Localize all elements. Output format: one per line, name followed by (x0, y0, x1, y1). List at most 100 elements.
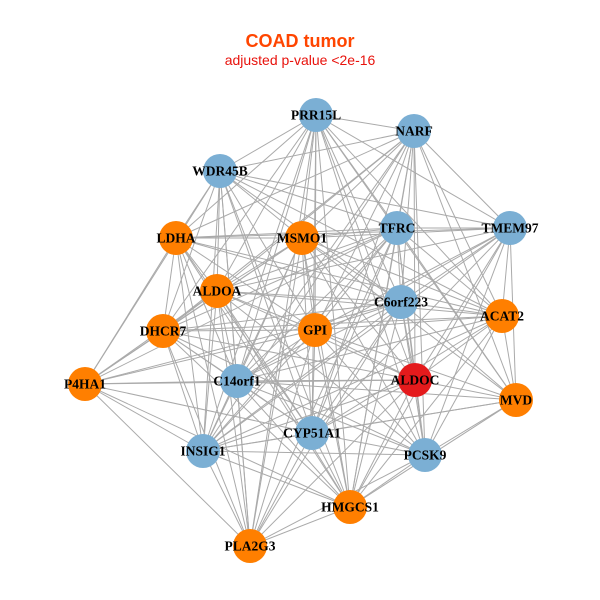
node-C6orf223[interactable]: C6orf223 (374, 285, 428, 319)
edge-ALDOA-C6orf223 (216, 290, 402, 303)
node-C14orf1[interactable]: C14orf1 (213, 364, 261, 398)
edge-TMEM97-LDHA (175, 227, 511, 239)
figure-title: COAD tumor (245, 31, 355, 51)
edge-WDR45B-INSIG1 (202, 170, 221, 452)
figure-subtitle: adjusted p-value <2e-16 (224, 52, 376, 68)
edge-ACAT2-ALDOC (414, 315, 503, 381)
node-TMEM97[interactable]: TMEM97 (482, 211, 539, 245)
edge-LDHA-ACAT2 (175, 237, 503, 317)
edge-WDR45B-MSMO1 (219, 170, 303, 239)
node-label: INSIG1 (180, 444, 225, 459)
edge-ALDOC-CYP51A1 (311, 379, 416, 434)
edge-HMGCS1-PLA2G3 (249, 506, 351, 547)
node-CYP51A1[interactable]: CYP51A1 (283, 416, 341, 450)
edge-WDR45B-DHCR7 (162, 170, 221, 332)
node-ALDOA[interactable]: ALDOA (193, 274, 242, 308)
node-INSIG1[interactable]: INSIG1 (180, 434, 226, 468)
edge-ALDOA-INSIG1 (202, 290, 218, 452)
node-HMGCS1[interactable]: HMGCS1 (321, 490, 379, 524)
node-circle (298, 313, 332, 347)
node-MVD[interactable]: MVD (499, 383, 533, 417)
edge-ALDOA-GPI (216, 290, 316, 331)
edge-WDR45B-TFRC (219, 170, 398, 229)
edge-P4HA1-PLA2G3 (84, 383, 251, 547)
node-label: PCSK9 (404, 448, 447, 463)
node-ALDOC[interactable]: ALDOC (391, 363, 440, 397)
edge-LDHA-C14orf1 (175, 237, 238, 382)
node-label: PRR15L (291, 108, 341, 123)
edge-LDHA-GPI (175, 237, 316, 331)
node-ACAT2[interactable]: ACAT2 (480, 299, 524, 333)
edge-ACAT2-DHCR7 (162, 315, 503, 332)
edge-INSIG1-PLA2G3 (202, 450, 251, 547)
edge-ALDOC-MVD (414, 379, 517, 401)
node-PLA2G3[interactable]: PLA2G3 (224, 529, 276, 563)
node-circle (485, 299, 519, 333)
edge-C14orf1-PCSK9 (236, 380, 426, 456)
node-GPI[interactable]: GPI (298, 313, 332, 347)
node-P4HA1[interactable]: P4HA1 (64, 367, 106, 401)
node-label: MSMO1 (277, 231, 327, 246)
node-label: C14orf1 (213, 374, 260, 389)
edge-C6orf223-MVD (400, 301, 517, 401)
node-circle (299, 98, 333, 132)
node-PCSK9[interactable]: PCSK9 (404, 438, 447, 472)
edge-NARF-GPI (314, 130, 415, 331)
edge-LDHA-PLA2G3 (175, 237, 251, 547)
node-WDR45B[interactable]: WDR45B (192, 154, 248, 188)
node-TFRC[interactable]: TFRC (379, 211, 416, 245)
edge-GPI-INSIG1 (202, 329, 316, 452)
edge-NARF-PCSK9 (413, 130, 426, 456)
edge-PRR15L-C14orf1 (236, 114, 317, 382)
edge-NARF-MVD (413, 130, 517, 401)
node-label: TMEM97 (482, 221, 539, 236)
node-NARF[interactable]: NARF (395, 114, 433, 148)
node-LDHA[interactable]: LDHA (156, 221, 196, 255)
edge-WDR45B-ALDOA (216, 170, 221, 292)
edge-ACAT2-GPI (314, 315, 503, 331)
node-MSMO1[interactable]: MSMO1 (277, 221, 327, 255)
edge-P4HA1-CYP51A1 (84, 383, 313, 434)
edge-TMEM97-ALDOA (216, 227, 511, 292)
node-circle (499, 383, 533, 417)
edge-NARF-ALDOC (413, 130, 416, 381)
node-circle (398, 363, 432, 397)
edge-MSMO1-ALDOC (301, 237, 416, 381)
edge-DHCR7-ALDOC (162, 330, 416, 381)
edge-WDR45B-GPI (219, 170, 316, 331)
edge-ALDOC-HMGCS1 (349, 379, 416, 508)
edge-CYP51A1-PLA2G3 (249, 432, 313, 547)
node-label: C6orf223 (374, 295, 428, 310)
edge-NARF-LDHA (175, 130, 415, 239)
node-circle (295, 416, 329, 450)
edge-DHCR7-INSIG1 (162, 330, 204, 452)
node-label: ALDOA (193, 284, 242, 299)
node-circle (220, 364, 254, 398)
node-DHCR7[interactable]: DHCR7 (140, 314, 187, 348)
edge-NARF-CYP51A1 (311, 130, 415, 434)
edge-GPI-ALDOC (314, 329, 416, 381)
edge-MSMO1-ACAT2 (301, 237, 503, 317)
edge-NARF-WDR45B (219, 130, 415, 172)
node-label: DHCR7 (140, 324, 187, 339)
node-circle (200, 274, 234, 308)
edge-MSMO1-C6orf223 (301, 237, 402, 303)
edge-ALDOC-INSIG1 (202, 379, 416, 452)
edge-TMEM97-HMGCS1 (349, 227, 511, 508)
node-PRR15L[interactable]: PRR15L (291, 98, 341, 132)
edge-NARF-TMEM97 (413, 130, 511, 229)
edge-PRR15L-TMEM97 (315, 114, 511, 229)
edge-C14orf1-PLA2G3 (236, 380, 251, 547)
edge-TFRC-HMGCS1 (349, 227, 398, 508)
edge-DHCR7-HMGCS1 (162, 330, 351, 508)
edge-PRR15L-ALDOA (216, 114, 317, 292)
edge-GPI-PCSK9 (314, 329, 426, 456)
edge-C14orf1-MVD (236, 380, 517, 401)
edge-ACAT2-INSIG1 (202, 315, 503, 452)
edge-INSIG1-PCSK9 (202, 450, 426, 456)
edge-C6orf223-INSIG1 (202, 301, 402, 452)
edge-MSMO1-PLA2G3 (249, 237, 303, 547)
edge-PRR15L-ALDOC (315, 114, 416, 381)
edge-INSIG1-HMGCS1 (202, 450, 351, 508)
edge-TMEM97-GPI (314, 227, 511, 331)
